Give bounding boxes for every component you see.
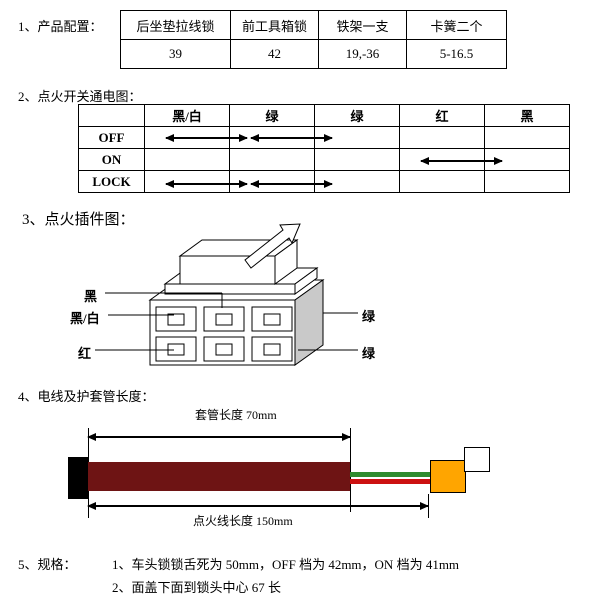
ignition-cell [144,170,230,193]
ignition-row-on: ON [78,148,570,171]
section-1-title: 1、产品配置： [18,19,103,34]
spec-line-2: 2、面盖下面到锁头中心 67 长 [112,580,282,595]
switch-position-label: LOCK [78,170,145,193]
pin-contact [263,343,281,356]
section-2-title: 2、点火开关通电图： [18,89,142,104]
spec-line-1: 1、车头锁锁舌死为 50mm，OFF 档为 42mm，ON 档为 41mm [112,557,460,572]
wire-column-header: 绿 [229,104,315,127]
wire-length-label: 点火线长度 150mm [193,514,293,528]
ignition-connector-plug [430,460,466,493]
pin-contact [215,343,233,356]
ignition-cell [484,170,570,193]
wire-column-header: 黑/白 [144,104,230,127]
section-4-title: 4、电线及护套管长度： [18,389,155,404]
pin-hole [203,306,245,332]
dimension-line-sheath-end [350,428,351,512]
ignition-cell [314,126,400,149]
connector-latch [464,447,490,472]
red-wire [350,479,432,484]
ignition-cell [144,148,230,171]
ignition-cell [229,170,315,193]
ignition-cell [399,170,485,193]
connector-drawing [95,223,358,366]
product-config-table: 后坐垫拉线锁 前工具箱锁 铁架一支 卡簧二个 39 42 19,-36 5-16… [120,10,507,69]
switch-position-label: OFF [78,126,145,149]
pin-contact [167,313,185,326]
config-value-cell: 39 [120,39,231,69]
switch-position-label: ON [78,148,145,171]
ignition-cell [399,148,485,171]
ignition-cell [229,126,315,149]
wire-label-blackwhite: 黑/白 [70,311,100,326]
ignition-cell [314,148,400,171]
config-value-cell: 42 [230,39,319,69]
ignition-cell [484,126,570,149]
wire-column-header: 绿 [314,104,400,127]
sheath-length-label: 套管长度 70mm [195,408,277,422]
cable-end-block [68,457,88,499]
pin-contact [215,313,233,326]
wire-column-header: 黑 [484,104,570,127]
wire-column-header: 红 [399,104,485,127]
wire-label-green-bottom: 绿 [362,346,376,361]
wire-label-red: 红 [78,346,92,361]
ignition-cell [484,148,570,171]
config-header-cell: 卡簧二个 [406,10,507,40]
wire-label-black: 黑 [84,289,98,304]
ignition-cell [229,148,315,171]
section-5-title: 5、规格： [18,557,77,572]
cable-sheath [88,462,350,491]
config-header-row: 后坐垫拉线锁 前工具箱锁 铁架一支 卡簧二个 [120,10,507,40]
config-header-cell: 前工具箱锁 [230,10,319,40]
ignition-table-grid: 黑/白 绿 绿 红 黑 OFF ON LOCK [78,104,570,193]
ignition-cell [314,170,400,193]
ignition-row-lock: LOCK [78,170,570,193]
ignition-cell [144,126,230,149]
ignition-header-row: 黑/白 绿 绿 红 黑 [78,104,570,127]
green-wire [350,472,432,477]
wire-dimension-arrow [87,502,429,510]
config-value-cell: 19,-36 [318,39,407,69]
config-value-row: 39 42 19,-36 5-16.5 [120,39,507,69]
ignition-corner-cell [78,104,145,127]
ignition-row-off: OFF [78,126,570,149]
ignition-switch-table: 黑/白 绿 绿 红 黑 OFF ON LOCK [78,104,570,193]
config-value-cell: 5-16.5 [406,39,507,69]
config-header-cell: 铁架一支 [318,10,407,40]
direction-arrow-icon [244,223,301,269]
sheath-dimension-arrow [87,433,351,441]
wire-label-green-top: 绿 [362,309,376,324]
section-3-title: 3、点火插件图： [22,212,135,228]
config-header-cell: 后坐垫拉线锁 [120,10,231,40]
ignition-cell [399,126,485,149]
pin-contact [263,313,281,326]
